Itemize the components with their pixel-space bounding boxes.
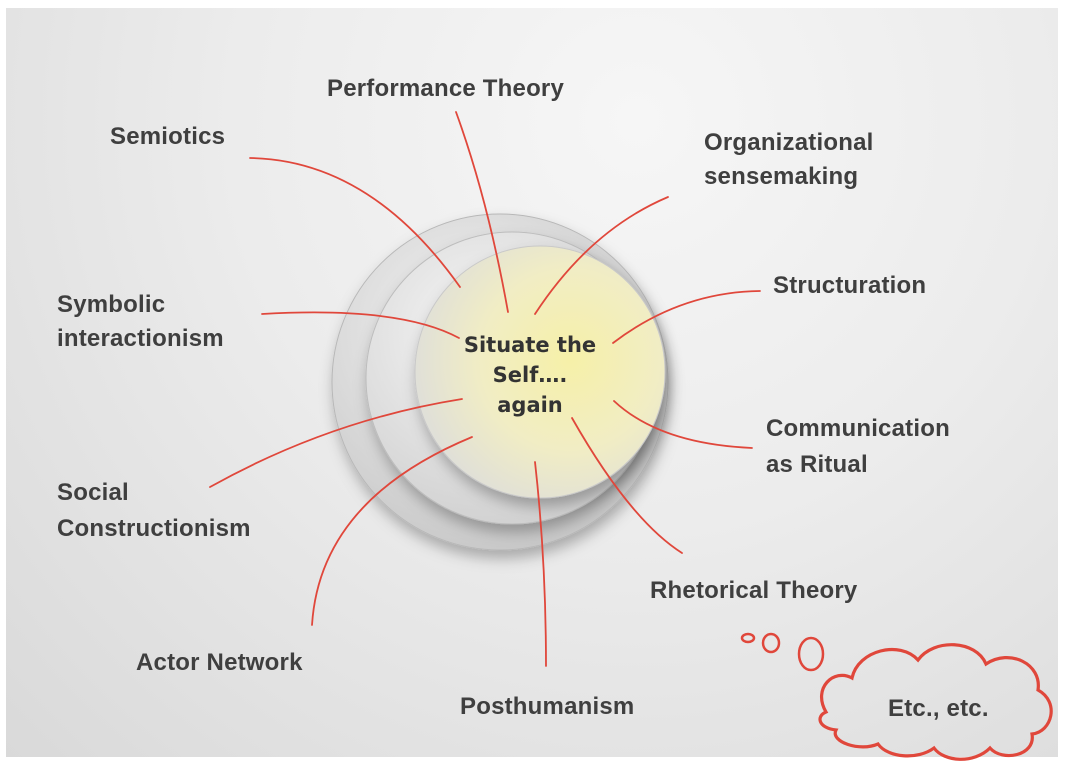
thought-cloud-label: Etc., etc. bbox=[888, 695, 989, 722]
center-line-2: Self…. bbox=[492, 363, 568, 387]
center-disc bbox=[414, 245, 666, 499]
center-label: Situate the Self…. again bbox=[440, 330, 620, 420]
line-performance-theory bbox=[455, 111, 509, 313]
thought-bubble-small bbox=[740, 632, 756, 644]
line-structuration bbox=[612, 290, 761, 344]
label-communication: Communication bbox=[766, 415, 950, 442]
label-structuration: Structuration bbox=[773, 272, 927, 299]
label-symbolic: Symbolic bbox=[57, 291, 166, 318]
center-line-1: Situate the bbox=[463, 333, 597, 357]
label-sensemaking: sensemaking bbox=[704, 163, 859, 190]
line-organizational bbox=[534, 196, 669, 315]
thought-bubble-medium bbox=[761, 632, 781, 654]
label-rhetorical-theory: Rhetorical Theory bbox=[650, 577, 858, 604]
thought-bubble-large bbox=[797, 636, 825, 672]
line-semiotics bbox=[249, 157, 461, 288]
label-as-ritual: as Ritual bbox=[766, 451, 868, 478]
line-communication bbox=[613, 400, 753, 449]
label-interactionism: interactionism bbox=[57, 325, 224, 352]
label-organizational: Organizational bbox=[704, 129, 874, 156]
line-symbolic bbox=[261, 311, 460, 339]
cloud-outline bbox=[818, 643, 1053, 761]
thought-cloud bbox=[740, 632, 1053, 761]
label-constructionism: Constructionism bbox=[57, 515, 251, 542]
line-rhetorical bbox=[571, 417, 683, 554]
label-semiotics: Semiotics bbox=[110, 123, 226, 150]
center-line-3: again bbox=[497, 393, 563, 417]
label-posthumanism: Posthumanism bbox=[460, 693, 635, 720]
label-performance-theory: Performance Theory bbox=[327, 75, 565, 102]
label-actor-network: Actor Network bbox=[136, 649, 303, 676]
label-social: Social bbox=[57, 479, 129, 506]
line-actor-network bbox=[311, 436, 473, 626]
line-social bbox=[209, 398, 463, 488]
line-posthumanism bbox=[534, 461, 547, 667]
